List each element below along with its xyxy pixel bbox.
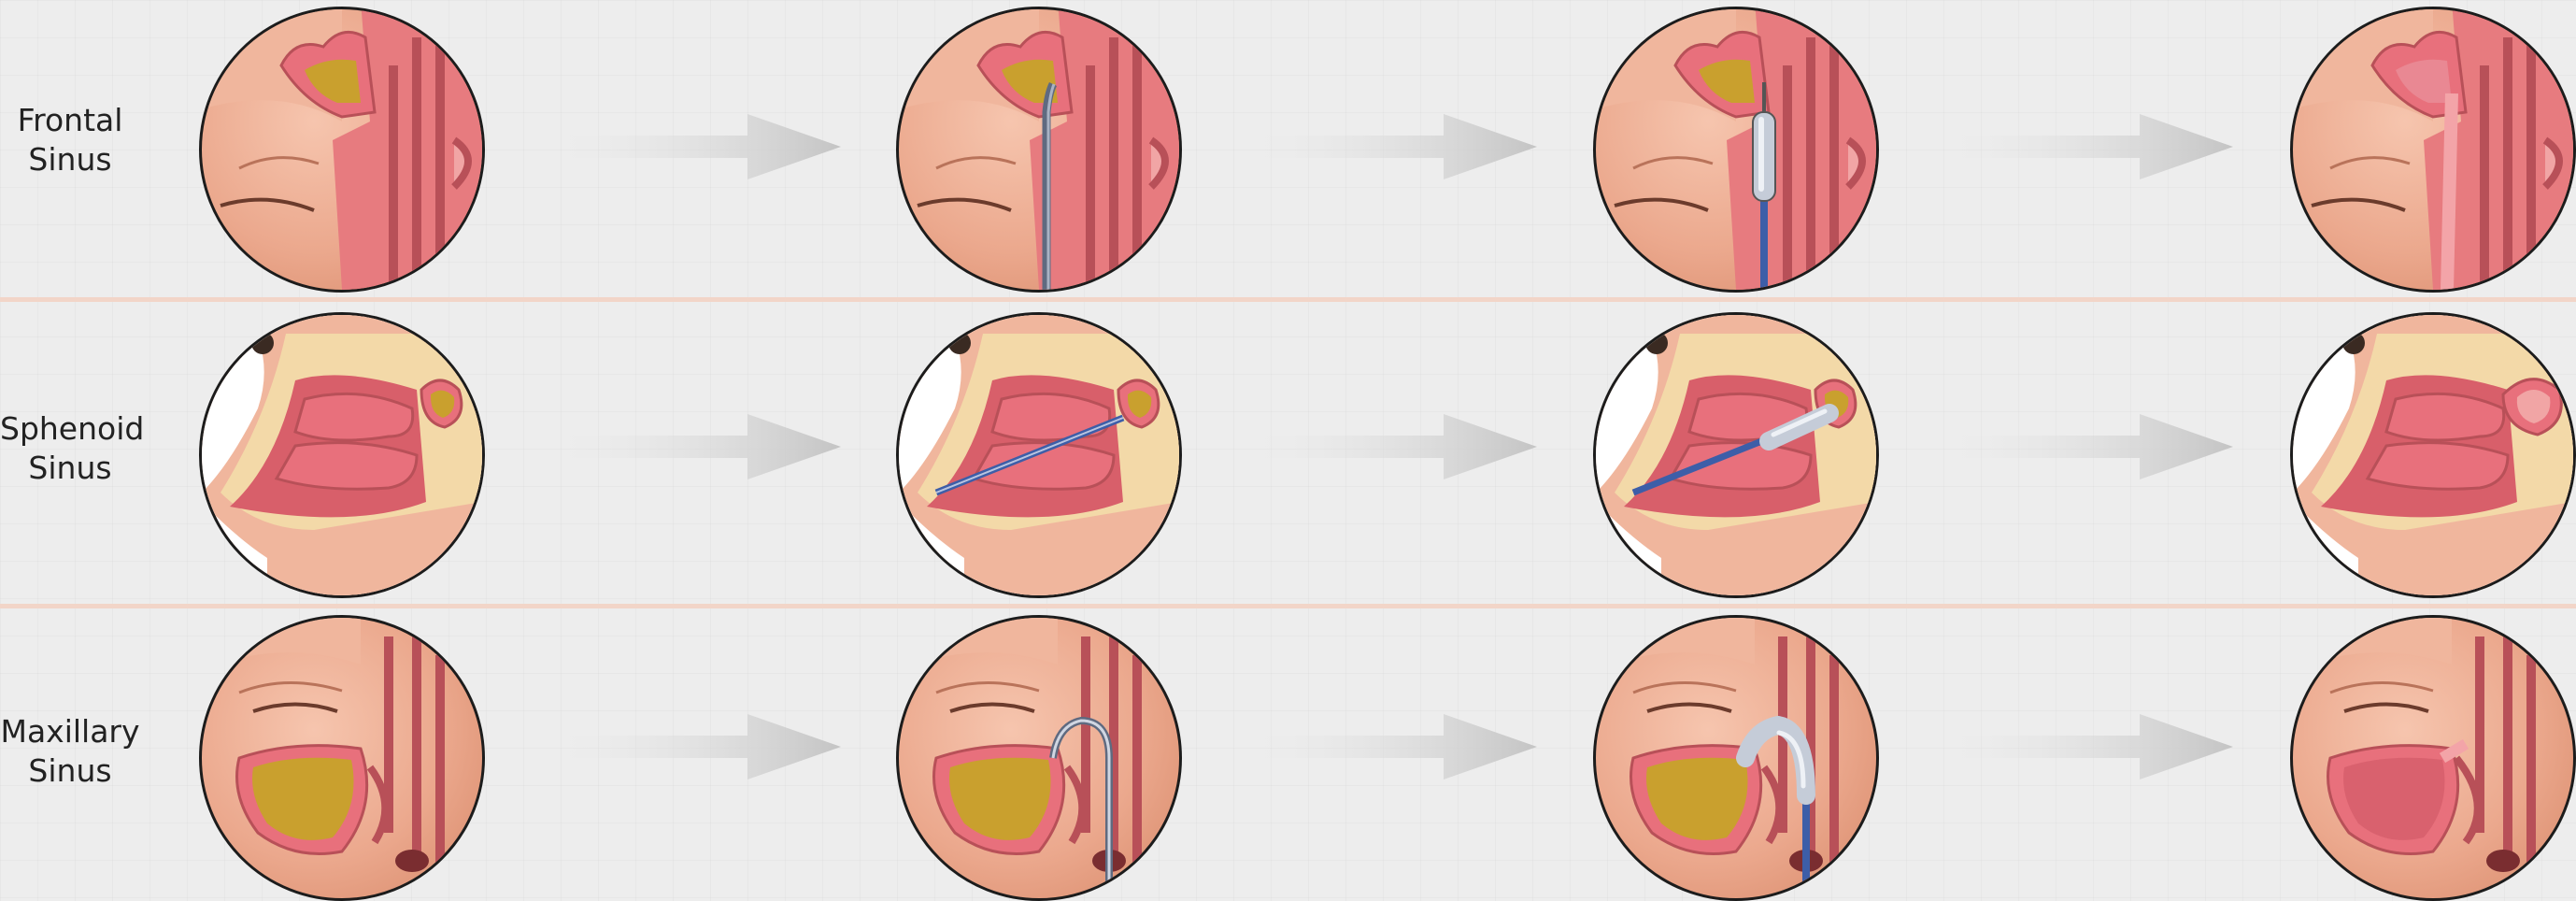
sphenoid-balloon-inflated-illustration — [1593, 312, 1879, 598]
row-label-line1: Sphenoid — [0, 409, 140, 449]
step-arrow — [1953, 409, 2233, 484]
frontal-balloon-inflated-illustration — [1593, 7, 1879, 293]
sphenoid-opened-illustration — [2290, 312, 2576, 598]
row-label-sphenoid: Sphenoid Sinus — [0, 409, 140, 488]
row-label-line2: Sinus — [0, 751, 140, 791]
row-label-frontal: Frontal Sinus — [0, 101, 140, 179]
step-arrow — [561, 409, 841, 484]
maxillary-opened-illustration — [2290, 615, 2576, 901]
row-label-line1: Maxillary — [0, 712, 140, 751]
step-arrow — [1257, 409, 1537, 484]
row-label-line2: Sinus — [0, 140, 140, 179]
step-arrow — [561, 709, 841, 784]
row-label-maxillary: Maxillary Sinus — [0, 712, 140, 791]
step-arrow — [1953, 709, 2233, 784]
step-arrow — [561, 109, 841, 184]
step-arrow — [1953, 109, 2233, 184]
sphenoid-blocked-illustration — [199, 312, 485, 598]
maxillary-blocked-illustration — [199, 615, 485, 901]
frontal-guide-inserted-illustration — [896, 7, 1182, 293]
row-label-line2: Sinus — [0, 449, 140, 488]
frontal-opened-illustration — [2290, 7, 2576, 293]
step-arrow — [1257, 109, 1537, 184]
maxillary-sinus-row: Maxillary Sinus — [0, 600, 2576, 900]
sphenoid-guide-inserted-illustration — [896, 312, 1182, 598]
frontal-blocked-illustration — [199, 7, 485, 293]
maxillary-balloon-inflated-illustration — [1593, 615, 1879, 901]
frontal-sinus-row: Frontal Sinus — [0, 0, 2576, 300]
step-arrow — [1257, 709, 1537, 784]
sphenoid-sinus-row: Sphenoid Sinus — [0, 300, 2576, 600]
maxillary-guide-inserted-illustration — [896, 615, 1182, 901]
row-label-line1: Frontal — [0, 101, 140, 140]
